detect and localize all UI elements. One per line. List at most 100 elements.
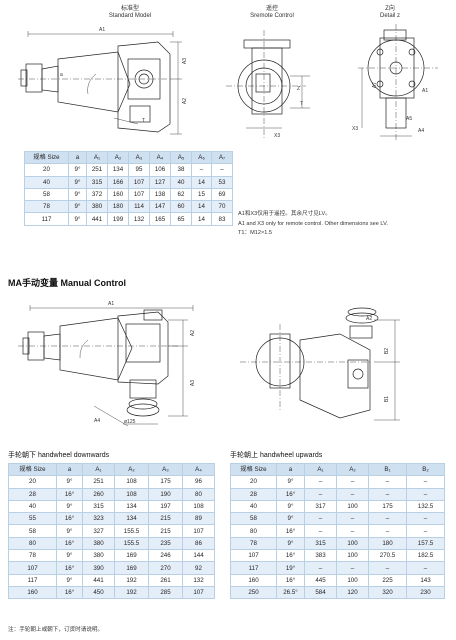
table-cell: 16° bbox=[276, 524, 305, 538]
table-cell: 16° bbox=[56, 512, 83, 526]
table-cell: 127 bbox=[149, 175, 171, 189]
table-cell: 192 bbox=[114, 573, 149, 587]
table-cell: 169 bbox=[114, 549, 149, 563]
col-header: 规格 Size bbox=[24, 150, 69, 165]
table-cell: 251 bbox=[82, 475, 115, 489]
subtitle-handwheel-down: 手轮朝下 handwheel downwards bbox=[8, 452, 110, 459]
dim-a3-down: A3 bbox=[190, 379, 197, 387]
remote-control-drawing bbox=[226, 30, 310, 140]
table-cell: 9° bbox=[68, 200, 87, 214]
dim-diameter: ø125 bbox=[124, 419, 136, 425]
table-cell: 157.5 bbox=[406, 536, 445, 551]
table-cell: 28 bbox=[230, 487, 277, 501]
table-cell: 58 bbox=[24, 187, 69, 202]
table-cell: 15 bbox=[191, 187, 212, 202]
note-line: A1 and X3 only for remote control. Other… bbox=[238, 220, 388, 227]
col-header: A₃ bbox=[148, 462, 183, 477]
table-cell: 70 bbox=[211, 200, 233, 214]
table-cell: 285 bbox=[148, 585, 183, 600]
table-cell: 114 bbox=[128, 200, 150, 214]
table-cell: 9° bbox=[56, 573, 83, 587]
table-cell: – bbox=[191, 163, 212, 177]
table-cell: 16° bbox=[276, 549, 305, 563]
table-cell: 160 bbox=[8, 585, 57, 600]
table-cell: – bbox=[211, 163, 233, 177]
table-cell: 180 bbox=[368, 536, 407, 551]
table-cell: 108 bbox=[114, 487, 149, 501]
caption-zh: 遥控 bbox=[265, 6, 278, 12]
table-cell: – bbox=[368, 487, 407, 501]
table-cell: 270.5 bbox=[368, 549, 407, 563]
table-cell: 9° bbox=[56, 524, 83, 538]
table-header-row: 规格 Size a A₁ A₂ A₃ A₄ A₅ A₆ A₇ bbox=[24, 150, 233, 165]
table-cell: 100 bbox=[336, 499, 369, 514]
col-header: A₃ bbox=[128, 150, 150, 165]
note-line: A1和X3仅用于遥控。其余尺寸见LV。 bbox=[238, 211, 331, 217]
table-cell: 100 bbox=[336, 573, 369, 587]
table-cell: 9° bbox=[56, 499, 83, 514]
caption-zh: 标准型 bbox=[120, 6, 139, 12]
table-cell: 117 bbox=[8, 573, 57, 587]
dim-a2-down: A2 bbox=[190, 329, 197, 337]
table-cell: 86 bbox=[182, 536, 215, 551]
table-cell: 14 bbox=[191, 200, 212, 214]
table-cell: 16° bbox=[56, 487, 83, 501]
col-header: B₁ bbox=[368, 462, 407, 477]
table-cell: 26.5° bbox=[276, 585, 305, 600]
table-cell: 134 bbox=[107, 163, 129, 177]
dim-x3-detail: X3 bbox=[352, 126, 359, 132]
table-cell: 69 bbox=[211, 187, 233, 202]
table-cell: 20 bbox=[24, 163, 69, 177]
dim-a4-down: A4 bbox=[94, 418, 101, 424]
table-cell: 372 bbox=[86, 187, 108, 202]
table-cell: 143 bbox=[406, 573, 445, 587]
table-cell: 58 bbox=[8, 524, 57, 538]
table-cell: 320 bbox=[368, 585, 407, 600]
table-cell: 100 bbox=[336, 536, 369, 551]
top-notes: A1和X3仅用于遥控。其余尺寸见LV。 A1 and X3 only for r… bbox=[238, 210, 448, 239]
dim-a2-up: A2 bbox=[366, 316, 373, 322]
table-cell: 132.5 bbox=[406, 499, 445, 514]
table-cell: 584 bbox=[304, 585, 337, 600]
handwheel-down-drawing bbox=[18, 305, 194, 427]
table-cell: 55 bbox=[8, 512, 57, 526]
table-cell: – bbox=[368, 524, 407, 538]
table-cell: – bbox=[406, 475, 445, 489]
col-header: a bbox=[276, 462, 305, 477]
view-caption-remote: 遥控 Sremote Control bbox=[232, 6, 312, 20]
col-header: A₄ bbox=[182, 462, 215, 477]
col-header: 规格 Size bbox=[8, 462, 57, 477]
table-cell: – bbox=[368, 561, 407, 575]
table-cell: – bbox=[336, 475, 369, 489]
table-cell: 78 bbox=[8, 549, 57, 563]
table-cell: 20 bbox=[230, 475, 277, 489]
col-header: A₇ bbox=[211, 150, 233, 165]
table-cell: 16° bbox=[56, 536, 83, 551]
dim-t-remote: T bbox=[300, 101, 304, 107]
table-cell: 315 bbox=[82, 499, 115, 514]
table-cell: 9° bbox=[68, 212, 87, 226]
col-header: A₆ bbox=[191, 150, 212, 165]
table-cell: 182.5 bbox=[406, 549, 445, 563]
table-cell: 138 bbox=[149, 187, 171, 202]
table-cell: 9° bbox=[56, 475, 83, 489]
dim-x3: X3 bbox=[274, 133, 281, 139]
table-cell: 78 bbox=[230, 536, 277, 551]
table-cell: 315 bbox=[304, 536, 337, 551]
table-cell: 107 bbox=[128, 187, 150, 202]
table-cell: 380 bbox=[82, 549, 115, 563]
table-cell: 40 bbox=[230, 499, 277, 514]
